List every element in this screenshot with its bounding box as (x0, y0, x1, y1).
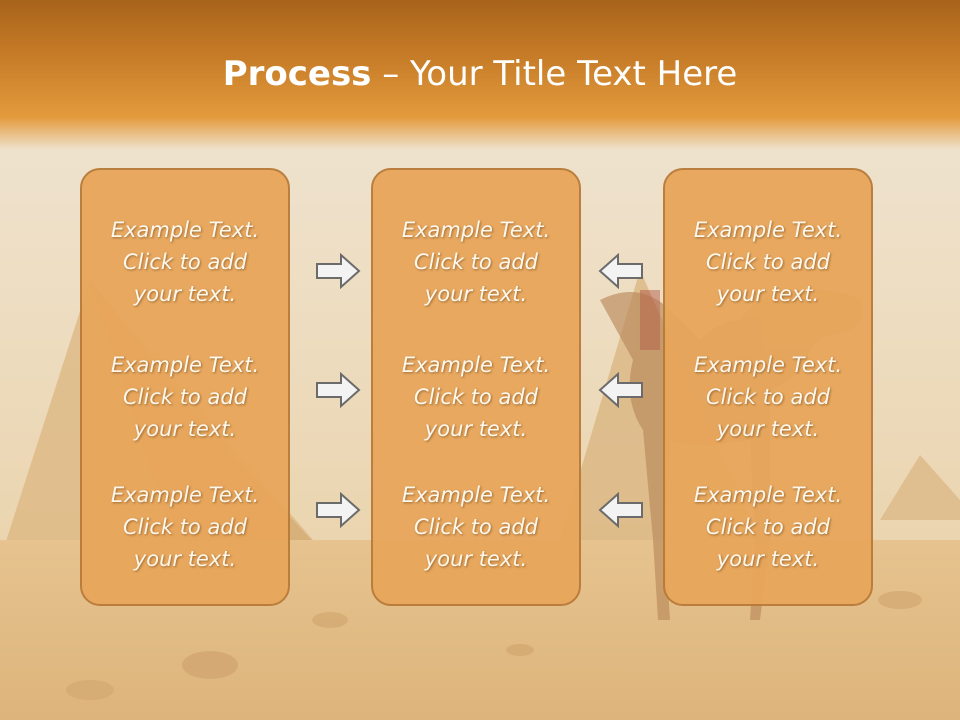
text-block[interactable]: Example Text. Click to add your text. (665, 214, 871, 310)
text-line: Example Text. (110, 483, 260, 507)
title-rest: – Your Title Text Here (371, 54, 738, 94)
text-block[interactable]: Example Text. Click to add your text. (373, 214, 579, 310)
text-line: Example Text. (693, 353, 843, 377)
text-line: Example Text. (401, 483, 551, 507)
arrow-right-icon (316, 372, 361, 408)
text-line: your text. (133, 282, 237, 306)
text-line: Click to add (413, 250, 538, 274)
text-line: Example Text. (401, 218, 551, 242)
text-line: your text. (716, 547, 820, 571)
text-line: Click to add (122, 385, 247, 409)
text-line: your text. (424, 282, 528, 306)
process-box-right[interactable]: Example Text. Click to add your text. Ex… (663, 168, 873, 606)
process-box-left[interactable]: Example Text. Click to add your text. Ex… (80, 168, 290, 606)
text-line: Example Text. (110, 218, 260, 242)
arrow-left-icon (598, 372, 643, 408)
text-line: Click to add (705, 250, 830, 274)
text-block[interactable]: Example Text. Click to add your text. (373, 479, 579, 575)
arrow-left-icon (598, 492, 643, 528)
text-line: Click to add (122, 515, 247, 539)
arrow-right-icon (316, 253, 361, 289)
text-block[interactable]: Example Text. Click to add your text. (82, 214, 288, 310)
text-line: Example Text. (401, 353, 551, 377)
text-block[interactable]: Example Text. Click to add your text. (665, 479, 871, 575)
text-block[interactable]: Example Text. Click to add your text. (373, 349, 579, 445)
text-block[interactable]: Example Text. Click to add your text. (82, 479, 288, 575)
text-line: your text. (133, 417, 237, 441)
title-bold: Process (222, 54, 372, 94)
text-block[interactable]: Example Text. Click to add your text. (82, 349, 288, 445)
text-line: your text. (716, 417, 820, 441)
slide-title[interactable]: Process – Your Title Text Here (0, 52, 960, 96)
text-line: your text. (424, 547, 528, 571)
title-banner (0, 0, 960, 150)
text-line: your text. (424, 417, 528, 441)
text-line: Click to add (413, 515, 538, 539)
text-line: Click to add (122, 250, 247, 274)
text-line: your text. (716, 282, 820, 306)
text-line: Click to add (705, 515, 830, 539)
text-line: Example Text. (110, 353, 260, 377)
process-box-center[interactable]: Example Text. Click to add your text. Ex… (371, 168, 581, 606)
pyramid-right (880, 455, 960, 520)
text-line: your text. (133, 547, 237, 571)
text-line: Click to add (413, 385, 538, 409)
text-line: Example Text. (693, 218, 843, 242)
arrow-left-icon (598, 253, 643, 289)
arrow-right-icon (316, 492, 361, 528)
text-line: Click to add (705, 385, 830, 409)
text-line: Example Text. (693, 483, 843, 507)
text-block[interactable]: Example Text. Click to add your text. (665, 349, 871, 445)
